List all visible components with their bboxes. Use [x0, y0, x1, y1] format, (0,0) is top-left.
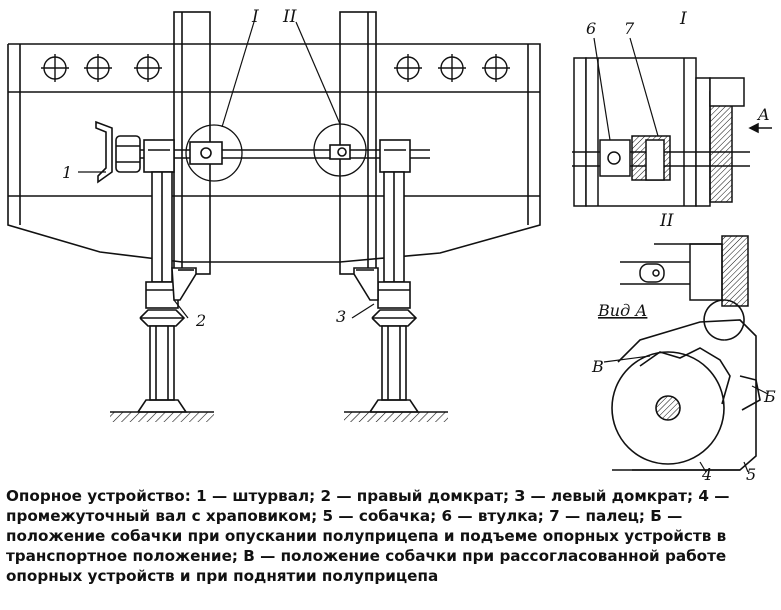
- label-position-b: Б: [763, 387, 776, 406]
- callout-circle-1: [185, 124, 243, 182]
- main-view: [7, 11, 541, 422]
- label-callout-1: I: [251, 7, 259, 27]
- figure-caption: Опорное устройство: 1 — штурвал; 2 — пра…: [6, 487, 730, 585]
- view-a-ratchet: [603, 299, 769, 473]
- left-jack: [353, 139, 420, 413]
- label-position-v: В: [591, 357, 604, 376]
- label-view-arrow: A: [756, 105, 770, 124]
- ground: [110, 411, 448, 422]
- label-shaft: 4: [701, 465, 712, 482]
- detail-1: [572, 37, 772, 207]
- label-pin: 7: [624, 19, 635, 38]
- label-callout-2: II: [282, 7, 297, 27]
- detail-1-title: I: [679, 9, 687, 29]
- label-steering-wheel: 1: [62, 163, 72, 182]
- semitrailer-frame: [7, 43, 541, 263]
- support-device-drawing: 1 2 3 I II I 6 7 A II: [7, 7, 776, 482]
- label-pawl: 5: [746, 465, 756, 482]
- label-left-jack: 3: [336, 307, 346, 326]
- label-right-jack: 2: [195, 311, 206, 330]
- steering-wheel: [95, 120, 141, 184]
- label-bushing: 6: [586, 19, 596, 38]
- view-a-title: Вид А: [597, 301, 647, 320]
- frame-holes: [41, 54, 510, 82]
- detail-2: [620, 235, 749, 307]
- right-jack: [137, 139, 197, 413]
- detail-2-title: II: [659, 211, 674, 231]
